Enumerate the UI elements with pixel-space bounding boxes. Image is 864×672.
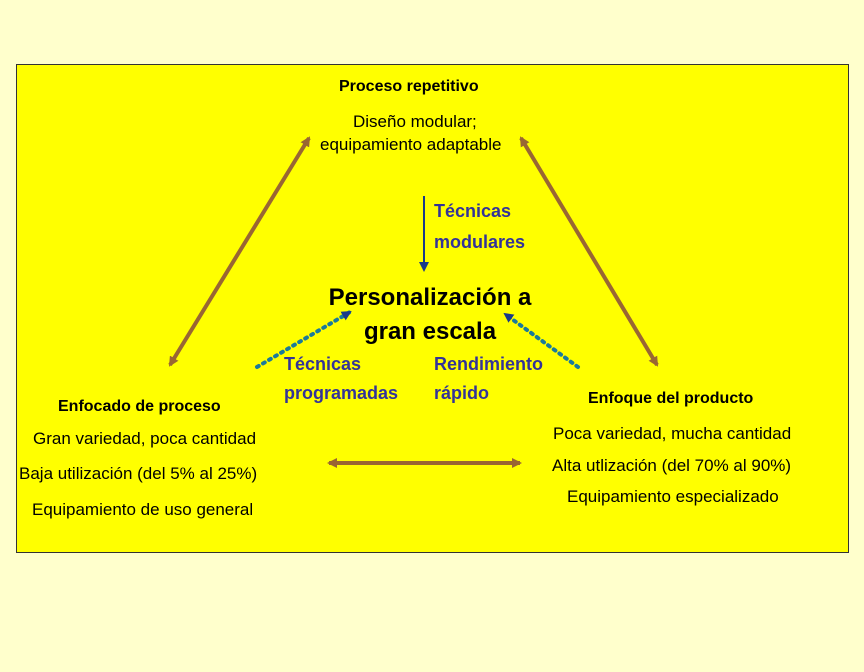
right-node-title: Enfoque del producto (588, 390, 754, 407)
left-top-double-arrow (168, 136, 311, 367)
right-node-line1: Poca variedad, mucha cantidad (553, 424, 792, 443)
center-line1: Personalización a (328, 284, 532, 311)
technique-programmed-line2: programadas (284, 383, 399, 403)
left-node-line1: Gran variedad, poca cantidad (33, 429, 257, 448)
diagram-panel (16, 64, 849, 553)
programmed-dotted-arrow (255, 310, 352, 369)
top-right-double-arrow (519, 136, 659, 367)
technique-programmed-line1: Técnicas (284, 354, 362, 374)
left-node-line2: Baja utilización (del 5% al 25%) (19, 464, 258, 483)
right-node-line2: Alta utlización (del 70% al 90%) (552, 456, 792, 475)
top-node-line1: Diseño modular; (353, 112, 477, 131)
right-node-line3: Equipamiento especializado (567, 487, 779, 506)
technique-fast-line2: rápido (434, 383, 490, 403)
center-line2: gran escala (363, 318, 497, 345)
technique-modular-line2: modulares (434, 232, 526, 252)
top-node-line2: equipamiento adaptable (320, 135, 502, 154)
left-node-title: Enfocado de proceso (58, 398, 221, 415)
fast-dotted-arrow (503, 312, 580, 369)
top-node-title: Proceso repetitivo (339, 78, 479, 95)
technique-fast-line1: Rendimiento (434, 354, 544, 374)
left-node-line3: Equipamiento de uso general (32, 500, 254, 519)
technique-modular-line1: Técnicas (434, 201, 512, 221)
